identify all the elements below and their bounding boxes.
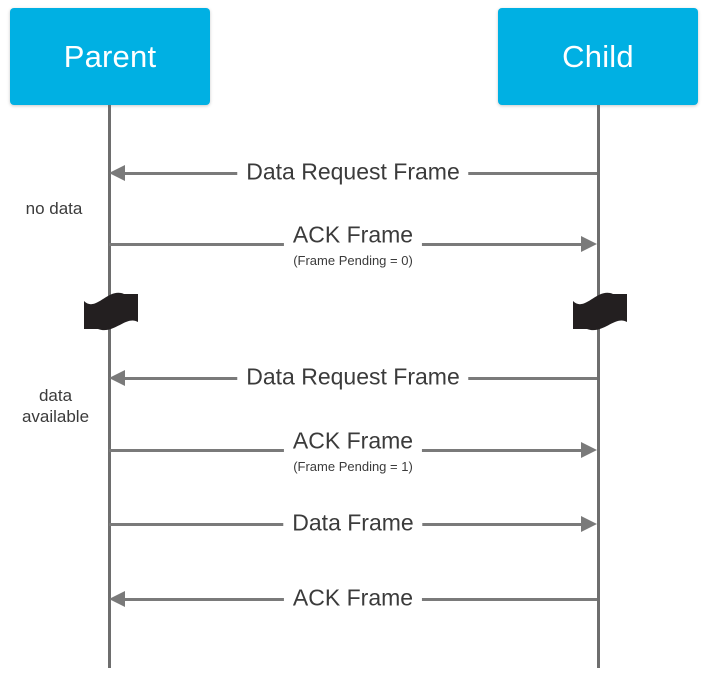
arrowhead-left-1: [109, 165, 125, 181]
actor-box-parent[interactable]: Parent: [10, 8, 210, 105]
arrowhead-right-4: [581, 442, 597, 458]
actor-box-child[interactable]: Child: [498, 8, 698, 105]
lifeline-parent: [108, 105, 111, 668]
message-sublabel-4: (Frame Pending = 1): [287, 460, 419, 474]
arrowhead-right-5: [581, 516, 597, 532]
arrowhead-left-3: [109, 370, 125, 386]
message-label-1: Data Request Frame: [237, 160, 469, 184]
break-symbol-parent: [84, 291, 138, 333]
message-sublabel-2: (Frame Pending = 0): [287, 254, 419, 268]
message-label-5: Data Frame: [283, 511, 423, 535]
message-label-3: Data Request Frame: [237, 365, 469, 389]
lifeline-child: [597, 105, 600, 668]
note-data-available: data available: [6, 385, 105, 427]
note-data-available-line2: available: [21, 407, 90, 426]
arrowhead-right-2: [581, 236, 597, 252]
break-symbol-child: [573, 291, 627, 333]
arrowhead-left-6: [109, 591, 125, 607]
message-label-4: ACK Frame: [283, 429, 423, 453]
note-no-data-text: no data: [25, 199, 83, 218]
note-data-available-line1: data: [38, 386, 73, 405]
actor-label-parent: Parent: [63, 39, 157, 74]
actor-label-child: Child: [562, 39, 634, 74]
note-no-data: no data: [6, 198, 102, 219]
message-label-2: ACK Frame: [283, 223, 423, 247]
message-label-6: ACK Frame: [283, 586, 423, 610]
